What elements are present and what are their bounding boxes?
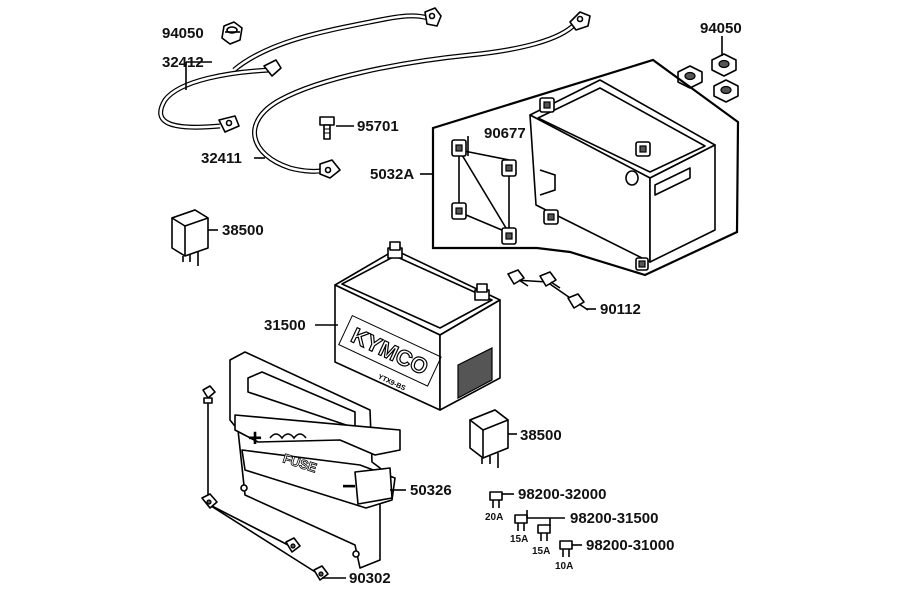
bolts-90112 [507, 269, 589, 311]
bracket-minus: − [342, 473, 356, 500]
label-94050-single: 94050 [162, 25, 204, 42]
label-94050-group: 94050 [700, 20, 742, 37]
label-5032A: 5032A [370, 166, 414, 183]
bolt-95701 [319, 116, 335, 140]
label-38500-lower: 38500 [520, 427, 562, 444]
battery-box-5032A [529, 79, 716, 271]
bracket-50326: + − FUSE [229, 351, 401, 569]
bolts-90302 [201, 385, 329, 581]
label-50326: 50326 [410, 482, 452, 499]
label-98200-32000: 98200-32000 [518, 486, 606, 503]
label-32411: 32411 [201, 150, 242, 167]
cable-32411 [252, 11, 591, 179]
label-38500-upper: 38500 [222, 222, 264, 239]
label-90112: 90112 [600, 301, 641, 318]
label-90677: 90677 [484, 125, 526, 142]
label-98200-31000: 98200-31000 [586, 537, 674, 554]
battery-box-frame [431, 58, 740, 277]
fuse-rating-15A-1: 15A [510, 534, 528, 545]
fuse-15A-1 [514, 514, 528, 531]
fuse-10A [559, 540, 573, 557]
fuse-15A-2 [537, 524, 551, 541]
label-90302: 90302 [349, 570, 391, 587]
fuse-20A [489, 491, 503, 508]
part-labels: 94050 32412 95701 32411 94050 90677 5032… [162, 20, 742, 587]
battery-terminal-negative [474, 283, 490, 301]
bolt-90302-c [285, 537, 301, 553]
label-95701: 95701 [357, 118, 399, 135]
bracket-plus: + [248, 425, 262, 452]
relay-38500-upper [171, 209, 209, 266]
label-98200-31500: 98200-31500 [570, 510, 658, 527]
bolt-90302-b [201, 493, 218, 509]
relay-38500-lower [469, 409, 509, 468]
bolt-90302-d [313, 565, 329, 581]
nut-94050-single [221, 21, 243, 45]
fuse-rating-20A: 20A [485, 512, 503, 523]
label-31500: 31500 [264, 317, 306, 334]
label-32412: 32412 [162, 54, 204, 71]
nut-94050-group [677, 53, 739, 103]
bolt-90302-a [202, 385, 216, 404]
cable-32412 [158, 7, 442, 133]
leader-lines [185, 31, 723, 579]
battery-31500: KYMCO YTX9-BS [334, 241, 501, 411]
battery-terminal-positive [387, 241, 403, 259]
fuse-rating-10A: 10A [555, 561, 573, 572]
fuse-rating-15A-2: 15A [532, 546, 550, 557]
rubber-pads-90677 [451, 139, 517, 245]
